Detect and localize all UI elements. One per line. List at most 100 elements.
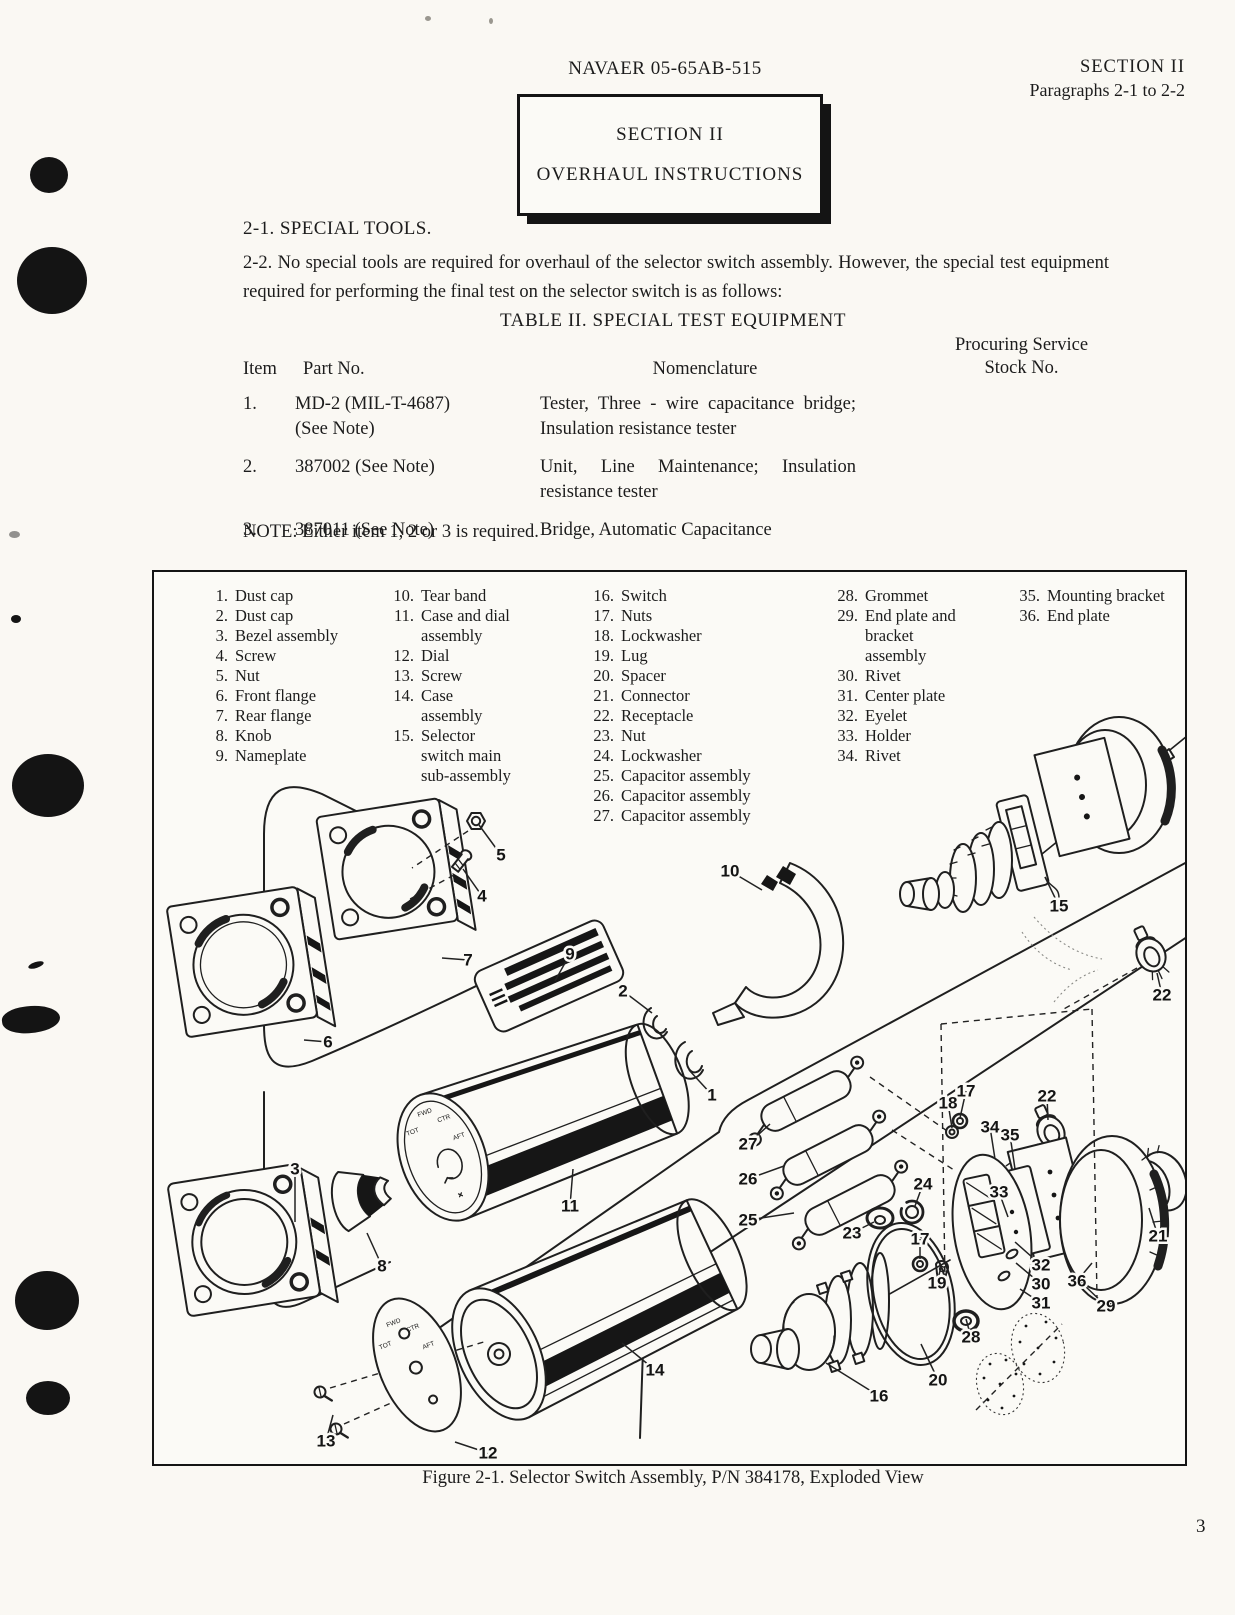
special-test-equipment-table: Item Part No. Nomenclature Procuring Ser… [243,334,1113,556]
section-box-line2: OVERHAUL INSTRUCTIONS [536,164,804,185]
spacer-drawing [866,1222,956,1366]
dial-marking: FWD [417,1107,434,1119]
figure-callout-17: 17 [911,1230,930,1249]
callout-leader [1083,1284,1107,1307]
figure-callout-25: 25 [739,1211,758,1230]
table-cell-item: 3. [243,520,257,540]
small-hardware-drawings [865,1112,969,1286]
figure-callout-10: 10 [721,862,740,881]
callout-leader [914,1183,924,1207]
callout-leader [622,990,653,1014]
callout-leader [621,1342,656,1371]
scan-speck [489,18,493,24]
callout-leader [554,953,571,982]
table-cell-item: 1. [243,394,257,414]
parts-list-item: 15.Selector switch main sub-assembly [393,726,511,785]
parts-list-item: 20.Spacer [593,666,666,685]
table-body: 1.MD-2 (MIL-T-4687) (See Note)Tester, Th… [243,392,1113,543]
parts-list-item: 23.Nut [593,726,646,745]
parts-list-item: 30.Rivet [837,666,901,685]
para-2-1: 2-1. SPECIAL TOOLS. [243,218,432,239]
figure-callout-17: 17 [957,1082,976,1101]
figure-callout-28: 28 [962,1328,981,1347]
figure-callout-5: 5 [496,846,505,865]
punch-mark [27,959,45,971]
knob-drawing [330,1170,392,1233]
figure-callout-35: 35 [1001,1126,1020,1145]
callout-leader [998,1191,1009,1218]
nameplate-drawing [473,919,625,1033]
parts-list-item: 27.Capacitor assembly [593,806,751,825]
callout-leader [569,1168,574,1207]
paragraphs-range: Paragraphs 2-1 to 2-2 [1029,80,1185,100]
parts-list-item: 3.Bezel assembly [215,626,339,645]
figure-callout-9: 9 [565,945,574,964]
punch-mark [9,531,20,538]
table-row: 1.MD-2 (MIL-T-4687) (See Note)Tester, Th… [243,392,1113,442]
callout-leader [1076,1262,1093,1282]
callout-leader [1009,1134,1016,1170]
parts-list-item: 14.Case assembly [393,686,483,725]
figure-callout-4: 4 [477,887,487,906]
table-cell-stock [870,392,1113,442]
callout-leader [1014,1241,1042,1266]
parts-list-item: 6.Front flange [215,686,317,705]
bezel-assembly-drawing [167,1163,339,1317]
callout-leader [747,1212,795,1221]
callout-leader [959,1090,967,1119]
doc-number: NAVAER 05-65AB-515 [568,58,762,79]
table-row: 2.387002 (See Note)Unit, Line Maintenanc… [243,455,1113,505]
screw-nut-drawing [409,812,486,900]
figure-callout-29: 29 [1097,1297,1116,1316]
parts-list-item: 5.Nut [215,666,260,685]
front-flange-drawing [166,886,337,1038]
parts-list-item: 18.Lockwasher [593,626,702,645]
callout-leader [920,1343,939,1381]
figure-callout-23: 23 [843,1224,862,1243]
section-header: SECTION II [1079,57,1185,77]
perforated-disc-drawings [975,1312,1066,1416]
parts-list-item: 8.Knob [215,726,272,745]
parts-list-item: 34.Rivet [837,746,901,765]
callout-leader [1046,1095,1049,1121]
figure-callout-31: 31 [1032,1294,1051,1313]
figure-callout-30: 30 [1032,1275,1051,1294]
callout-layer: 1234567891011121314151617171819202122222… [288,824,1174,1464]
dial-marking: AFT [422,1340,436,1351]
parts-list-item: 13.Screw [393,666,463,685]
figure-callout-13: 13 [317,1432,336,1451]
figure-callout-19: 19 [928,1274,947,1293]
callout-leader [947,1102,953,1129]
parts-list-item: 12.Dial [393,646,450,665]
figure-caption: Figure 2-1. Selector Switch Assembly, P/… [422,1468,924,1488]
screw-drawing [313,1385,333,1402]
callout-leader [303,1039,329,1043]
col-header-stock-no: Procuring Service Stock No. [954,335,1089,378]
callout-leader [825,1362,880,1397]
parts-list-item: 25.Capacitor assembly [593,766,751,785]
dial-marking: TOT [405,1127,420,1138]
callout-leader [454,1441,489,1454]
table-cell-part: 387002 (See Note) [295,457,435,477]
figure-callout-20: 20 [929,1371,948,1390]
callout-leader [1015,1262,1042,1285]
callout-leader [1148,1207,1159,1237]
dial-marking: CTR [405,1322,420,1334]
parts-list-item: 24.Lockwasher [593,746,702,765]
scan-speck [425,16,431,21]
switch-drawing [750,1252,951,1373]
table-cell-nomen: Unit, Line Maintenance; Insulation resis… [540,457,856,502]
parts-list-item: 2.Dust cap [215,606,294,625]
figure-callout-6: 6 [323,1033,332,1052]
punch-mark [12,754,84,817]
callout-leader [1044,876,1060,907]
table-title: TABLE II. SPECIAL TEST EQUIPMENT [499,310,847,331]
callout-leader [936,1266,942,1284]
parts-list-item: 16.Switch [593,586,667,605]
figure-box: TOT FWD CTR AFT [152,570,1187,1466]
parts-list-item: 17.Nuts [593,606,653,625]
punch-mark [26,1381,70,1415]
main-subassembly-drawing [899,716,1185,1003]
